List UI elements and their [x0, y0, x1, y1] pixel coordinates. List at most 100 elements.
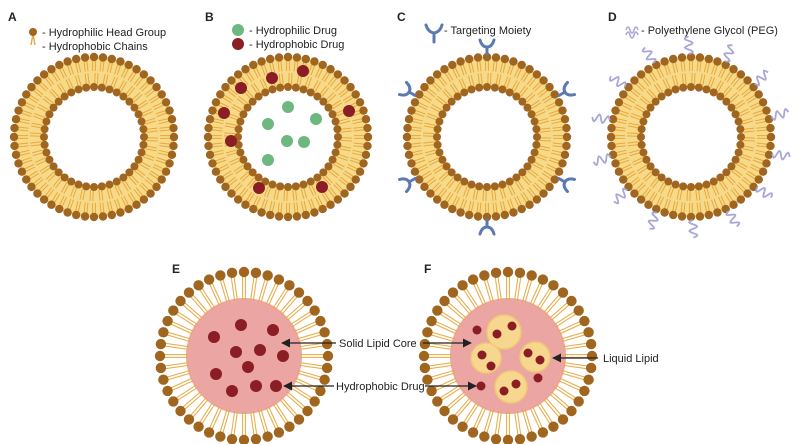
lipid-head: [261, 88, 270, 97]
lipid-tail: [338, 176, 350, 187]
lipid-tail: [462, 286, 480, 310]
lipid-head: [363, 123, 372, 133]
lipid-tail: [424, 149, 437, 157]
lipid-tail: [333, 161, 345, 170]
lipid-head: [530, 117, 539, 126]
liposome-plain: [9, 52, 179, 222]
lipid-head: [168, 305, 179, 316]
lipid-head: [333, 195, 343, 204]
lipid-tail: [141, 108, 153, 117]
lipid-head: [713, 208, 722, 217]
lipid-head: [566, 405, 577, 417]
lipid-head: [306, 177, 315, 186]
lipid-head: [502, 434, 514, 444]
lipid-tail: [413, 157, 426, 165]
lipid-head: [161, 98, 171, 107]
lipid-tail: [286, 60, 290, 71]
lipid-head: [642, 155, 651, 164]
lipid-head: [467, 85, 476, 94]
lipid-head: [71, 210, 81, 220]
lipid-tail: [29, 132, 42, 137]
lipid-tail: [349, 157, 362, 165]
lipid-tail: [290, 384, 314, 402]
lipid-head: [236, 117, 245, 126]
lipid-head: [132, 200, 141, 209]
lipid-tail: [635, 81, 646, 92]
lipid-head: [743, 76, 752, 85]
lipid-head: [42, 148, 51, 157]
lipid-head: [532, 70, 542, 79]
lipid-head: [530, 148, 539, 157]
lipid-head: [293, 414, 305, 425]
lipid-head: [105, 180, 114, 189]
lipid-tail: [695, 189, 701, 201]
lipid-head: [490, 433, 502, 444]
lipid-tail: [541, 94, 554, 104]
lipid-tail: [463, 186, 471, 198]
lipid-tail: [351, 149, 364, 156]
lipid-tail: [416, 163, 429, 173]
lipid-head: [340, 76, 349, 85]
lipid-tail: [250, 275, 258, 301]
panel-letter-b: B: [205, 10, 214, 24]
lipid-tail: [31, 149, 44, 157]
lipid-head: [310, 208, 319, 217]
lipid-tail: [269, 61, 276, 74]
lipid-head: [49, 103, 58, 112]
lipid-head: [518, 97, 527, 106]
lipid-head: [722, 97, 731, 106]
lipid-tail: [725, 174, 736, 186]
lipid-head: [433, 140, 442, 149]
lipid-tail: [99, 202, 105, 214]
lipid-tail: [541, 170, 554, 180]
lipid-head: [152, 182, 161, 192]
lipid-tail: [731, 168, 743, 179]
lipid-head: [10, 141, 19, 151]
lipid-tail: [144, 176, 156, 187]
legend-head-label: - Hydrophilic Head Group: [42, 27, 166, 39]
lipid-head: [758, 98, 768, 107]
lipid-head: [526, 431, 537, 442]
lipid-tail: [529, 406, 544, 431]
lipid-head: [456, 57, 465, 66]
lipid-head: [168, 396, 179, 407]
lipid-tail: [94, 72, 99, 85]
liquid-lipid-droplet: [470, 342, 502, 374]
lipid-head: [695, 212, 705, 221]
lipid-tail: [58, 195, 68, 208]
lipid-tail: [527, 168, 539, 179]
lipid-tail: [438, 384, 462, 402]
lipid-head: [560, 114, 570, 124]
lipid-tail: [526, 75, 537, 87]
hydrophobic-drug: [472, 325, 482, 335]
lipid-tail: [321, 191, 331, 204]
lipid-head: [734, 148, 743, 157]
lipid-head: [119, 173, 128, 182]
lipid-tail: [422, 132, 435, 137]
lipid-tail: [494, 275, 502, 301]
lipid-tail: [483, 409, 495, 435]
lipid-tail: [92, 60, 96, 71]
lipid-tail: [662, 78, 671, 90]
lipid-tail: [722, 85, 733, 97]
lipid-tail: [294, 320, 319, 335]
lipid-head: [261, 177, 270, 186]
lipid-head: [490, 182, 499, 191]
lipid-tail: [92, 203, 96, 214]
lipid-head: [80, 212, 90, 221]
lipid-head: [415, 90, 424, 99]
lipid-tail: [159, 126, 171, 132]
hydrophobic-drug: [266, 72, 278, 84]
lipid-tail: [299, 342, 325, 350]
lipid-tail: [208, 281, 223, 306]
lipid-tail: [353, 126, 365, 132]
lipid-tail: [431, 81, 442, 92]
lipid-head: [363, 141, 372, 151]
lipid-head: [660, 57, 669, 66]
lipid-head: [614, 167, 624, 176]
lipid-head: [67, 177, 76, 186]
hydrophobic-drug: [235, 319, 247, 331]
lipid-head: [517, 204, 526, 214]
lipid-head: [502, 266, 514, 278]
lipid-tail: [537, 87, 549, 98]
